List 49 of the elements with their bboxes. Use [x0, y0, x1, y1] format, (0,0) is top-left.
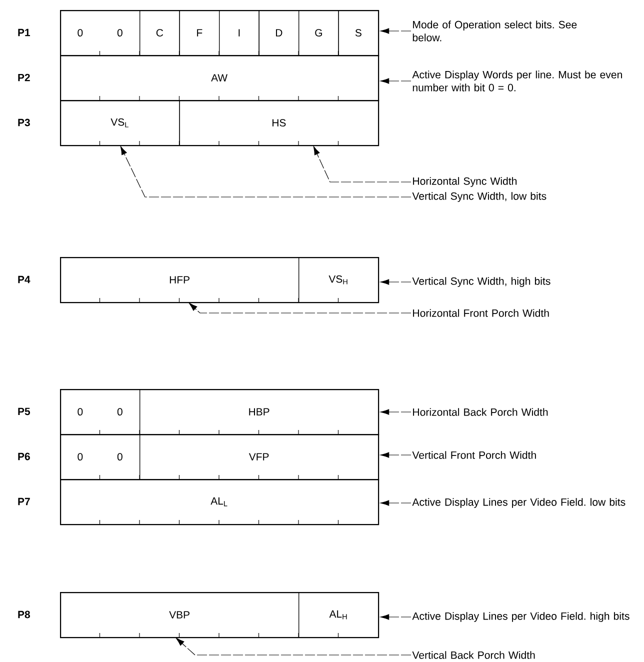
description-text: Mode of Operation select bits. See below. [412, 20, 577, 42]
field-cell: VFP [140, 434, 379, 480]
field-cell: S [338, 10, 379, 56]
description-text: Active Display Lines per Video Field. low bits [412, 498, 626, 508]
description-text: Vertical Front Porch Width [412, 451, 536, 459]
description-text: Vertical Back Porch Width [412, 651, 535, 659]
field-cell: HFP [60, 257, 300, 303]
field-cell: VS$_{L}$ [60, 100, 180, 146]
leader-line [120, 146, 412, 198]
register-label: P7 [18, 498, 30, 506]
field-cell: I [219, 10, 260, 56]
description-text: Horizontal Back Porch Width [413, 408, 548, 416]
field-cell: 0 0 [60, 434, 140, 480]
field-cell: 0 0 [60, 10, 140, 56]
leader-line [176, 638, 412, 656]
arrow [380, 614, 412, 620]
register-label: P1 [18, 28, 30, 36]
field-cell: C [140, 10, 180, 56]
leader-line [188, 302, 412, 314]
register-label: P4 [18, 276, 30, 284]
arrow [380, 279, 412, 285]
field-cell: G [298, 10, 339, 56]
field-cell: D [258, 10, 300, 56]
register-label: P8 [18, 610, 30, 618]
register-label: P3 [18, 118, 30, 126]
field-cell: AL$_{L}$ [60, 479, 379, 525]
field-cell: HS [179, 100, 379, 146]
register-label: P2 [18, 74, 30, 82]
arrow [380, 452, 412, 458]
description-text: Vertical Sync Width, high bits [412, 277, 550, 287]
field-cell: VBP [60, 592, 300, 638]
field-cell: HBP [140, 389, 379, 435]
arrow [380, 78, 412, 84]
description-text: Active Display Lines per Video Field. high bits [412, 612, 630, 622]
arrow [380, 28, 412, 34]
field-cell: 0 0 [60, 389, 140, 435]
arrow [380, 409, 412, 415]
description-text: Vertical Sync Width, low bits [412, 192, 546, 202]
description-text: Active Display Words per line. Must be even number with bit 0 = 0. [412, 70, 622, 92]
arrow [380, 500, 412, 506]
register-label: P5 [18, 408, 30, 416]
description-text: Horizontal Sync Width [413, 177, 517, 187]
field-cell: AL$_{H}$ [298, 592, 379, 638]
field-cell: AW [60, 55, 379, 101]
field-cell: VS$_{H}$ [298, 257, 379, 303]
register-label: P6 [18, 452, 30, 460]
description-text: Horizontal Front Porch Width [413, 309, 549, 317]
leader-line [313, 146, 412, 182]
field-cell: F [179, 10, 220, 56]
